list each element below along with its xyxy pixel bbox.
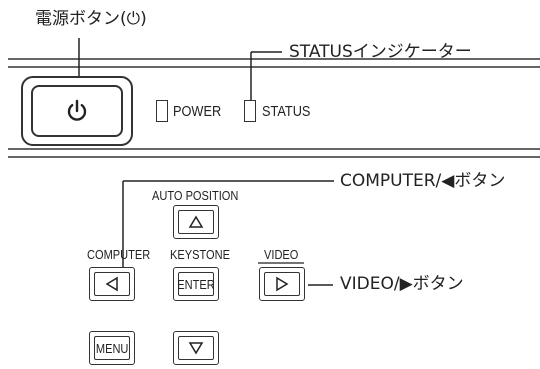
video-button-callout: VIDEO/▶ボタン — [340, 274, 464, 294]
menu-button-face: MENU — [94, 336, 130, 360]
keystone-label: KEYSTONE — [170, 247, 230, 262]
power-button-face — [31, 85, 123, 137]
computer-button-callout: COMPUTER/◀ボタン — [340, 171, 506, 191]
video-right-button[interactable] — [259, 267, 305, 301]
auto-position-label: AUTO POSITION — [152, 188, 239, 203]
computer-left-button-face — [94, 272, 130, 296]
down-button[interactable] — [173, 331, 219, 365]
up-button[interactable] — [173, 205, 219, 239]
menu-key-label: MENU — [95, 340, 129, 356]
triangle-up-icon — [188, 215, 204, 228]
enter-button-face: ENTER — [177, 272, 215, 296]
down-button-face — [178, 336, 214, 360]
menu-button[interactable]: MENU — [89, 331, 135, 365]
up-button-face — [178, 210, 214, 234]
triangle-left-icon — [105, 276, 118, 292]
computer-left-button[interactable] — [89, 267, 135, 301]
power-button-callout: 電源ボタン(⏻) — [35, 9, 147, 29]
power-indicator-label: POWER — [173, 103, 222, 120]
status-indicator-callout: STATUSインジケーター — [289, 42, 472, 62]
video-label: VIDEO — [264, 247, 299, 262]
enter-key-label: ENTER — [177, 276, 215, 292]
enter-keystone-button[interactable]: ENTER — [173, 267, 219, 301]
status-indicator-label: STATUS — [262, 103, 311, 120]
power-button[interactable] — [21, 76, 133, 146]
triangle-right-icon — [276, 276, 289, 292]
power-indicator-lamp — [156, 100, 168, 122]
computer-label: COMPUTER — [87, 247, 151, 262]
triangle-down-icon — [188, 342, 204, 355]
status-indicator-lamp — [244, 100, 256, 122]
video-right-button-face — [264, 272, 300, 296]
power-symbol-icon — [67, 99, 87, 121]
